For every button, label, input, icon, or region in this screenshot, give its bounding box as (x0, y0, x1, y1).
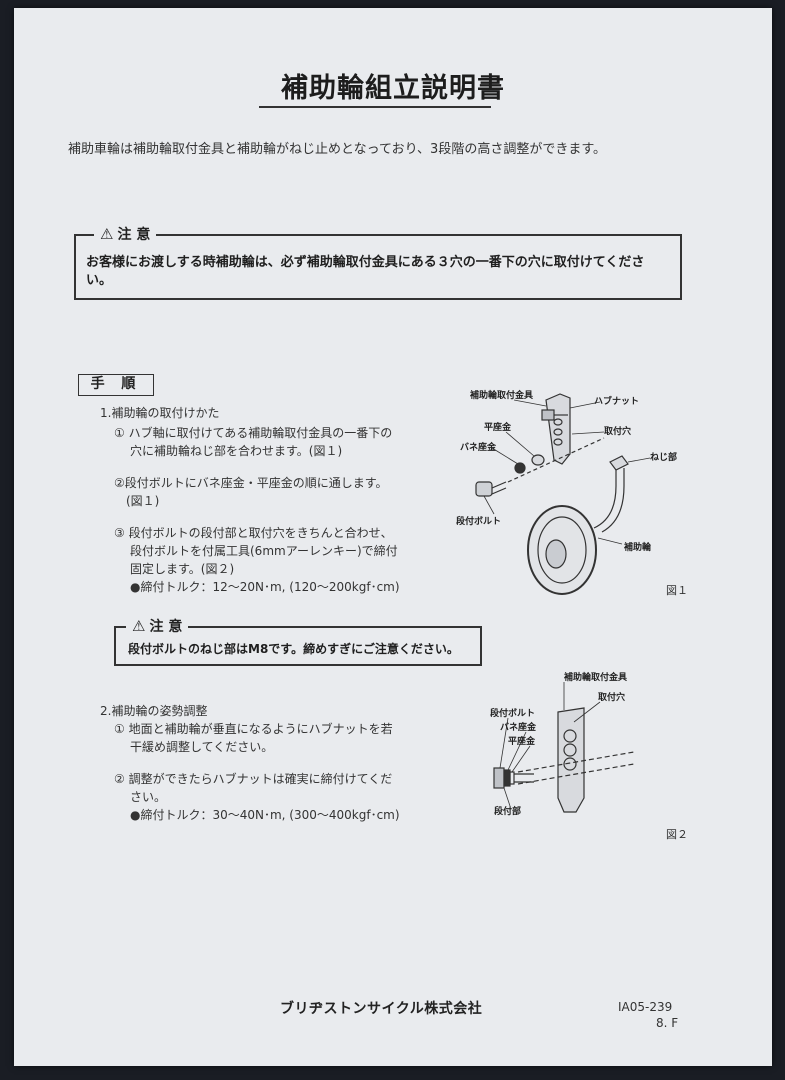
section1-heading: 1.補助輪の取付けかた (100, 406, 220, 420)
warning-triangle-icon: ⚠ (132, 617, 146, 635)
fig1-label-flat-washer: 平座金 (484, 421, 512, 433)
title-underline (259, 106, 491, 108)
section2-torque: ●締付トルク：30〜40N･m, (300〜400kgf･cm) (130, 808, 400, 822)
fig2-caption: 図２ (666, 828, 688, 841)
company-name: ブリヂストンサイクル株式会社 (280, 1001, 483, 1017)
figure-2-diagram: 補助輪取付金具 取付穴 段付ボルト バネ座金 平座金 段付部 図２ (490, 671, 688, 841)
section1-step2-line2: (図１) (126, 494, 160, 508)
caution-header: ⚠ 注 意 (94, 224, 157, 244)
figure-1-diagram: 補助輪取付金具 ハブナット 平座金 取付穴 バネ座金 ねじ部 段付ボルト 補助輪… (456, 389, 688, 597)
section1-torque: ●締付トルク：12〜20N･m, (120〜200kgf･cm) (130, 580, 400, 594)
fig1-label-wheel: 補助輪 (623, 541, 652, 553)
fig1-label-hole: 取付穴 (604, 425, 631, 437)
caution2-label: 注 意 (149, 619, 183, 635)
fig1-drawing (475, 393, 629, 595)
fig1-label-thread: ねじ部 (650, 451, 677, 463)
section1-step2-line1: ②段付ボルトにバネ座金・平座金の順に通します。 (114, 476, 388, 490)
caution-label: 注 意 (117, 227, 151, 243)
fig1-label-spring-washer: バネ座金 (460, 441, 497, 453)
fig2-label-flat-washer: 平座金 (508, 735, 536, 747)
caution2-text: 段付ボルトのねじ部はM8です。締めすぎにご注意ください。 (128, 642, 459, 656)
bolt-caution-box: ⚠ 注 意 段付ボルトのねじ部はM8です。締めすぎにご注意ください。 (114, 616, 482, 666)
section2-step1-line2: 干緩め調整してください。 (130, 740, 274, 754)
section1-step3-line2: 段付ボルトを付属工具(6mmアーレンキー)で締付 (130, 544, 398, 558)
fig2-drawing (493, 707, 635, 813)
intro-text: 補助車輪は補助輪取付金具と補助輪がねじ止めとなっており、3段階の高さ調整ができま… (68, 142, 607, 157)
fig2-label-bolt: 段付ボルト (490, 707, 535, 719)
section1-step3-line1: ③ 段付ボルトの段付部と取付穴をきちんと合わせ、 (114, 526, 393, 540)
fig1-label-bolt: 段付ボルト (456, 515, 501, 527)
caution-main-text: お客様にお渡しする時補助輪は、必ず補助輪取付金具にある３穴の一番下の穴に取付けて… (86, 255, 645, 288)
section1-step1-line1: ① ハブ軸に取付けてある補助輪取付金具の一番下の (114, 426, 393, 440)
fig2-label-bracket: 補助輪取付金具 (563, 671, 627, 683)
section2-step2-line1: ② 調整ができたらハブナットは確実に締付けてくだ (114, 772, 393, 786)
warning-triangle-icon: ⚠ (100, 225, 114, 243)
section1-step1-line2: 穴に補助輪ねじ部を合わせます。(図１) (130, 444, 343, 458)
fig2-label-spring-washer: バネ座金 (500, 721, 537, 733)
section2-heading: 2.補助輪の姿勢調整 (100, 704, 208, 718)
fig2-label-step: 段付部 (494, 805, 521, 817)
document-revision: 8. F (656, 1016, 679, 1030)
document-code: IA05-239 (618, 1000, 673, 1014)
section2-step2-line2: さい。 (130, 790, 167, 804)
fig2-label-hole: 取付穴 (598, 691, 625, 703)
steps-label: 手 順 (78, 374, 154, 396)
fig1-caption: 図１ (666, 584, 688, 597)
document-title: 補助輪組立説明書 (281, 73, 505, 104)
fig1-leaders (483, 399, 651, 545)
fig1-label-hubnut: ハブナット (594, 395, 639, 407)
section1-step3-line3: 固定します。(図２) (130, 562, 235, 576)
fig1-label-bracket: 補助輪取付金具 (469, 389, 533, 401)
section2-step1-line1: ① 地面と補助輪が垂直になるようにハブナットを若 (114, 722, 393, 736)
caution2-header: ⚠ 注 意 (126, 616, 189, 636)
main-caution-box: ⚠ 注 意 お客様にお渡しする時補助輪は、必ず補助輪取付金具にある３穴の一番下の… (74, 224, 682, 300)
instruction-sheet: 補助輪組立説明書 補助車輪は補助輪取付金具と補助輪がねじ止めとなっており、3段階… (14, 8, 772, 1066)
fig2-leaders (499, 682, 601, 807)
